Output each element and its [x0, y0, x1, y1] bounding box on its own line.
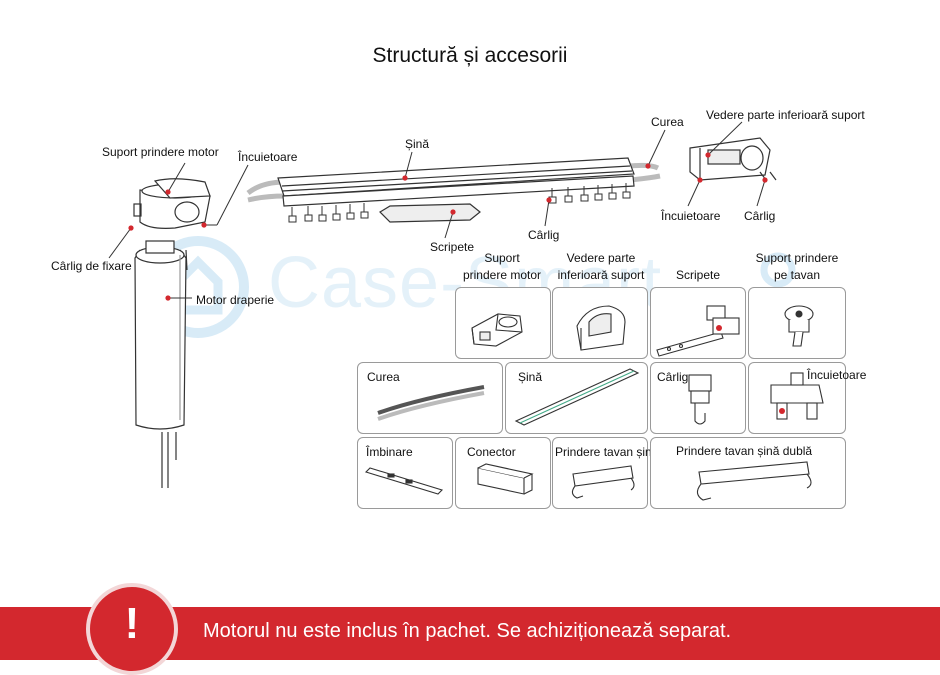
accessory-title-2: Scripete — [675, 268, 721, 282]
accessory-card-ceiling-mount — [748, 287, 846, 359]
connector-icon — [477, 463, 534, 495]
label-scripete: Scripete — [430, 240, 475, 254]
accessory-title-10: Prindere tavan șină — [555, 445, 659, 459]
accessory-title-5: Șină — [518, 370, 543, 384]
bracket-bottom-icon — [576, 305, 626, 351]
accessory-title-line: Suport prindere — [755, 251, 839, 265]
label-vedere-parte: Vedere parte inferioară suport — [706, 108, 865, 122]
marker-dot — [402, 175, 408, 181]
pulley-icon — [656, 305, 740, 357]
accessory-card-rail: Șină — [505, 362, 648, 434]
label-curea: Curea — [651, 115, 684, 129]
accessory-title-line: Suport — [484, 251, 520, 265]
accessory-title-8: Îmbinare — [366, 445, 413, 459]
marker-dot — [762, 177, 768, 183]
accessory-title-11: Prindere tavan șină dublă — [676, 444, 813, 458]
motor-bracket-icon — [471, 313, 523, 347]
lock-icon — [770, 372, 824, 420]
accessory-title-4: Curea — [367, 370, 400, 384]
label-incuietoare-left: Încuietoare — [238, 150, 298, 164]
hooks-drawing — [288, 183, 631, 223]
accessory-card-hook: Cârlig — [650, 362, 746, 434]
marker-dot — [450, 209, 456, 215]
curtain-track-diagram — [108, 121, 777, 488]
motor-bracket-drawing — [133, 178, 211, 229]
accessory-card-ceiling-rail-mount: Prindere tavan șină — [552, 437, 658, 509]
belt-icon — [377, 385, 485, 421]
accessory-title-line: prindere motor — [462, 268, 542, 282]
marker-dot — [128, 225, 134, 231]
marker-dot — [645, 163, 651, 169]
rail-icon — [514, 368, 640, 426]
rail-drawing — [246, 157, 661, 223]
label-suport-prindere-motor: Suport prindere motor — [102, 145, 219, 159]
marker-dot — [546, 197, 552, 203]
marker-dots — [128, 152, 768, 301]
ceiling-rail-mount-icon — [571, 465, 635, 499]
label-sina: Șină — [405, 137, 430, 151]
accessory-title-1: Vedere parte inferioară suport — [552, 250, 650, 284]
leader-lines — [108, 121, 766, 299]
notice-text: Motorul nu este inclus în pachet. Se ach… — [203, 620, 732, 642]
marker-dot — [705, 152, 711, 158]
ceiling-mount-icon — [784, 305, 814, 347]
accessory-title-9: Conector — [467, 445, 516, 459]
accessory-title-7: Încuietoare — [807, 368, 867, 382]
accessory-card-double-ceiling-rail-mount: Prindere tavan șină dublă — [650, 437, 846, 509]
label-carlig-mid: Cârlig — [528, 228, 560, 242]
end-bracket-drawing — [689, 137, 777, 181]
accessory-card-bracket-bottom — [552, 287, 648, 359]
accessory-title-line: Vedere parte — [566, 251, 636, 265]
accessory-card-joint: Îmbinare — [357, 437, 453, 509]
hook-icon — [688, 374, 712, 425]
page-title: Structură și accesorii — [372, 44, 568, 67]
accessory-card-belt: Curea — [357, 362, 503, 434]
accessory-title-0: Suport prindere motor — [455, 250, 549, 284]
marker-dot — [201, 222, 207, 228]
joint-icon — [364, 467, 444, 495]
marker-dot — [697, 177, 703, 183]
label-carlig-de-fixare: Cârlig de fixare — [51, 259, 132, 273]
label-carlig-right: Cârlig — [744, 209, 776, 223]
accessory-title-line: pe tavan — [773, 268, 821, 282]
accessory-title-line: inferioară suport — [557, 268, 645, 282]
stage: Case-Smart Structură și accesorii — [0, 44, 940, 675]
marker-dot — [165, 189, 171, 195]
label-motor-draperie: Motor draperie — [196, 293, 275, 307]
accessory-card-connector: Conector — [455, 437, 551, 509]
label-incuietoare-right: Încuietoare — [661, 209, 721, 223]
alert-mark: ! — [124, 599, 140, 648]
accessory-card-lock: Încuietoare — [748, 362, 866, 434]
accessory-card-pulley — [650, 287, 746, 359]
accessory-title-3: Suport prindere pe tavan — [748, 250, 846, 284]
accessory-card-motor-bracket — [455, 287, 551, 359]
motor-tube-drawing — [134, 240, 188, 488]
marker-dot — [165, 295, 171, 301]
double-ceiling-rail-mount-icon — [696, 461, 812, 501]
accessory-title-6: Cârlig — [657, 370, 689, 384]
